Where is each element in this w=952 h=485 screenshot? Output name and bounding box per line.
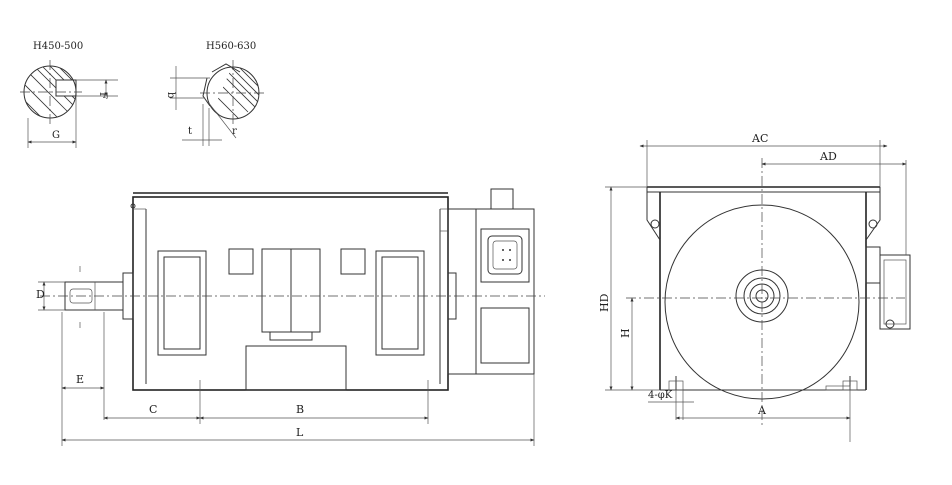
dim-label-r: r <box>232 126 237 137</box>
terminal-box-end <box>879 254 911 330</box>
section-title-h450-500: H450-500 <box>33 41 83 52</box>
motor-side-view: D E C B L <box>36 188 545 446</box>
section-title-h560-630: H560-630 <box>206 41 256 52</box>
dim-label-b: b <box>165 92 176 98</box>
base-block <box>245 345 347 391</box>
terminal-box-side <box>475 208 535 375</box>
dim-label-F: F <box>97 92 108 99</box>
dim-label-D: D <box>36 288 45 301</box>
dim-label-G: G <box>52 130 60 141</box>
motor-end-view: AC AD HD H 4-φK A <box>598 132 911 442</box>
inspection-plate-right <box>340 248 366 275</box>
dim-label-4-phiK: 4-φK <box>648 390 673 401</box>
ventilation-window-right <box>375 250 425 356</box>
dim-label-L: L <box>296 426 304 439</box>
shaft-section-h450-500: H450-500 F G <box>20 41 118 148</box>
dim-label-AD: AD <box>819 150 837 163</box>
shaft-section-h560-630: H560-630 b t r <box>165 41 266 146</box>
dim-label-t: t <box>188 126 192 137</box>
ventilation-window-left <box>157 250 207 356</box>
dim-label-HD: HD <box>598 293 611 312</box>
dim-label-H: H <box>619 328 632 338</box>
dim-label-E: E <box>76 373 84 386</box>
inspection-plate-left <box>228 248 254 275</box>
lifting-hole-right <box>868 219 878 229</box>
dim-label-B: B <box>296 403 304 416</box>
section-hatch-right <box>207 67 259 119</box>
lifting-hole-left <box>650 219 660 229</box>
dim-label-AC: AC <box>751 132 768 145</box>
dim-label-A: A <box>757 404 767 417</box>
dim-label-C: C <box>149 403 157 416</box>
